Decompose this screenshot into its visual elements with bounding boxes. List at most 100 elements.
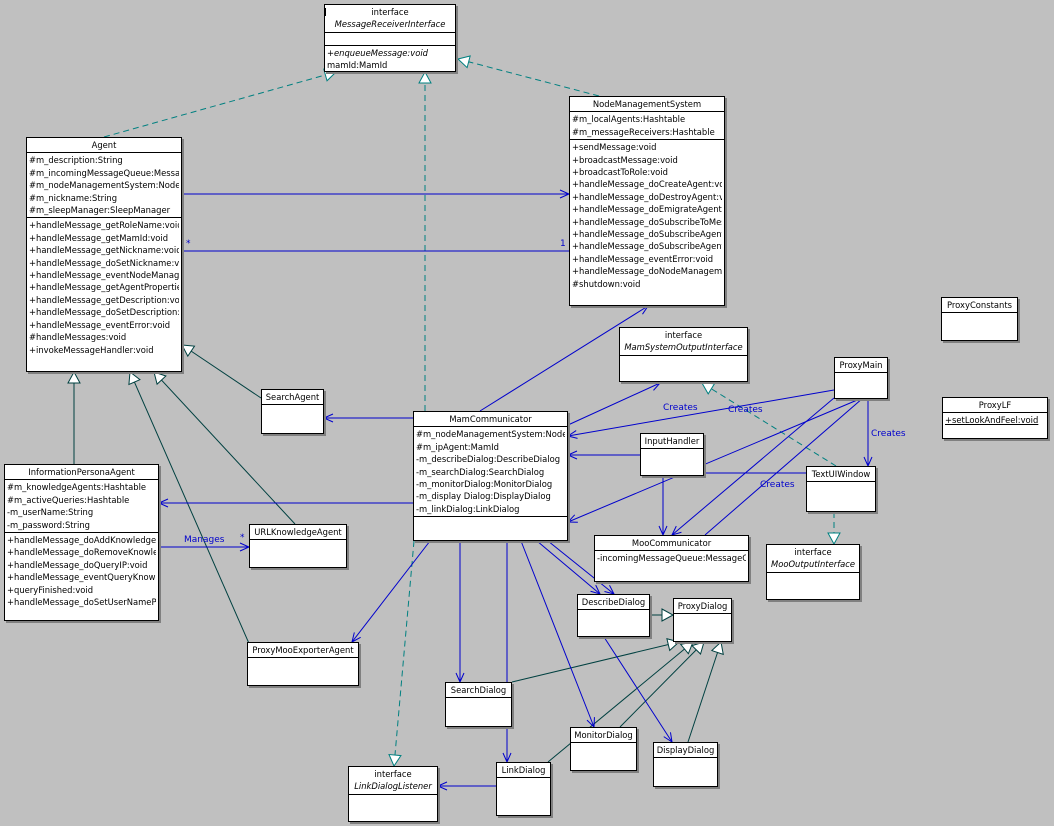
class-mamcommunicator[interactable]: MamCommunicator#m_nodeManagementSystem:N…: [413, 411, 568, 541]
class-searchdialog[interactable]: SearchDialog: [445, 682, 512, 727]
class-operations: +sendMessage:void+broadcastMessage:void+…: [570, 140, 724, 291]
generalization-arrowhead: [661, 608, 675, 622]
association-line: [520, 540, 595, 728]
class-operations: [250, 540, 346, 552]
class-name: ProxyDialog: [677, 601, 728, 611]
realization-line: [701, 382, 837, 467]
class-searchagent[interactable]: SearchAgent: [261, 389, 324, 434]
class-proxylf[interactable]: ProxyLF +setLookAndFeel:void: [942, 397, 1048, 439]
association-arrowhead: [566, 450, 578, 460]
class-operations: [414, 517, 567, 529]
association-line: [603, 636, 673, 743]
class-operations: [641, 449, 703, 461]
class-name: ProxyLF: [978, 400, 1012, 410]
association-line: [567, 397, 863, 523]
realization-line: [103, 71, 337, 138]
class-textuiwindow[interactable]: TextUIWindow: [806, 466, 876, 512]
class-name: Agent: [91, 140, 117, 150]
generalization-arrowhead: [710, 641, 724, 656]
association-arrowhead: [322, 413, 334, 423]
class-member: -m_searchDialog:SearchDialog: [416, 466, 545, 477]
class-name: MonitorDialog: [574, 730, 633, 740]
generalization-arrowhead: [691, 641, 705, 655]
class-member: +handleMessage_getNickname:void: [29, 245, 179, 256]
generalization-line: [511, 641, 680, 683]
class-nodemanagementsystem[interactable]: NodeManagementSystem#m_localAgents:Hasht…: [569, 96, 725, 306]
class-member: +handleMessage_eventError:void: [29, 319, 171, 330]
class-member: +setLookAndFeel:void: [945, 415, 1039, 426]
class-operations: +setLookAndFeel:void: [943, 413, 1047, 427]
class-operations: +handleMessage_getRoleName:void +handleMe…: [27, 218, 181, 356]
class-member: #m_nodeManagementSystem:NodeManagementSy…: [416, 429, 565, 440]
class-name: URLKnowledgeAgent: [254, 527, 342, 537]
class-member: #m_nodeManagementSystem:NodeManagementSy…: [29, 180, 179, 191]
generalization-arrowhead: [128, 371, 141, 386]
generalization-arrowhead: [153, 371, 167, 386]
association-arrowhead: [566, 430, 578, 439]
association-line: [547, 540, 615, 595]
class-member: -m_describeDialog:DescribeDialog: [416, 454, 561, 465]
realization-arrowhead: [456, 55, 471, 69]
class-stereotype: interface: [664, 330, 703, 340]
class-member: +broadcastToRole:void: [572, 167, 668, 178]
class-header: MamCommunicator: [414, 412, 567, 428]
class-member: #m_ipAgent:MamId: [416, 441, 499, 452]
class-monitordialog[interactable]: MonitorDialog: [570, 727, 637, 771]
class-name: InformationPersonaAgent: [28, 467, 135, 477]
package-tab-icon: [325, 8, 326, 16]
class-member: mamId:MamId: [327, 60, 388, 71]
class-member: -m_userName:String: [7, 507, 94, 518]
association-arrowhead: [566, 514, 578, 523]
edge-multiplicity-many: *: [240, 533, 245, 543]
class-operations: [942, 313, 1017, 325]
class-proxymooexporteragent[interactable]: ProxyMooExporterAgent: [247, 642, 359, 686]
class-linkdialog[interactable]: LinkDialog: [496, 762, 551, 816]
class-operations: -incomingMessageQueue:MessageQueue: [595, 551, 748, 565]
class-informationpersonaagent[interactable]: InformationPersonaAgent#m_knowledgeAgent…: [4, 464, 159, 621]
class-member: +queryFinished:void: [7, 584, 94, 595]
class-member: +handleMessage_eventQueryKnowledge: [7, 572, 156, 583]
class-proxymain[interactable]: ProxyMain: [834, 357, 888, 399]
class-urlknowledgeagent[interactable]: URLKnowledgeAgent: [249, 524, 347, 568]
class-operations: [578, 610, 649, 622]
edge-label-manages: Manages: [184, 535, 225, 545]
class-name: DescribeDialog: [581, 597, 646, 607]
generalization-arrowhead: [679, 641, 694, 655]
class-operations: [262, 405, 323, 417]
realization-line: [457, 58, 600, 97]
class-header: InputHandler: [641, 434, 703, 450]
class-name: NodeManagementSystem: [592, 99, 702, 109]
class-name: ProxyConstants: [947, 300, 1012, 310]
class-member: -incomingMessageQueue:MessageQueue: [597, 553, 746, 564]
association-arrowhead: [436, 781, 448, 791]
association-line: [351, 540, 431, 643]
class-moocommunicator[interactable]: MooCommunicator-incomingMessageQueue:Mes…: [594, 535, 749, 582]
association-line: [567, 382, 661, 426]
class-member: +handleMessage_doDestroyAgent:void: [572, 191, 722, 202]
generalization-line: [687, 641, 722, 743]
class-member: +handleMessage_getRoleName:void: [29, 220, 179, 231]
class-name: LinkDialog: [501, 765, 546, 775]
class-proxyconstants[interactable]: ProxyConstants: [941, 297, 1018, 341]
association-arrowhead: [157, 498, 169, 508]
class-name: SearchDialog: [450, 685, 507, 695]
class-name: MamSystemOutputInterface: [624, 342, 743, 353]
class-operations: [807, 482, 875, 494]
class-agent[interactable]: Agent#m_description:String#m_incomingMes…: [26, 137, 182, 372]
generalization-line: [619, 641, 705, 728]
class-displaydialog[interactable]: DisplayDialog: [653, 742, 718, 787]
generalization-arrowhead: [67, 370, 81, 384]
class-inputhandler[interactable]: InputHandler: [640, 433, 704, 476]
class-operations: [349, 795, 437, 807]
class-describedialog[interactable]: DescribeDialog: [577, 594, 650, 637]
class-name: TextUIWindow: [811, 469, 871, 479]
class-proxydialog[interactable]: ProxyDialog: [673, 598, 732, 642]
